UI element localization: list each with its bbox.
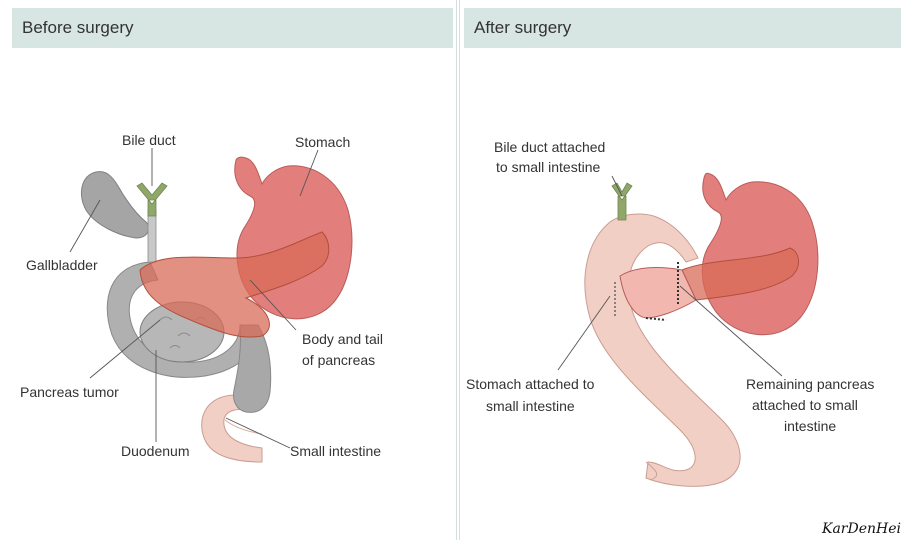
gallbladder-shape	[81, 172, 148, 238]
label-stomach-attached-line1: Stomach attached to	[466, 376, 595, 392]
label-body-tail-line1: Body and tail	[302, 331, 383, 347]
label-stomach-attached-line2: small intestine	[486, 398, 575, 414]
after-surgery-illustration: Bile duct attached to small intestine St…	[460, 0, 902, 540]
label-body-tail-line2: of pancreas	[302, 352, 375, 368]
label-small-intestine: Small intestine	[290, 443, 381, 459]
after-surgery-panel: After surgery Bile duct attached to smal…	[459, 0, 902, 540]
bile-duct-shape	[148, 210, 156, 262]
label-bile-duct: Bile duct	[122, 132, 176, 148]
label-pancreas-tumor: Pancreas tumor	[20, 384, 119, 400]
label-duodenum: Duodenum	[121, 443, 190, 459]
before-surgery-panel: Before surgery Bile duct Stomach Gallbla…	[0, 0, 457, 540]
label-bile-attached-line1: Bile duct attached	[494, 139, 605, 155]
artist-signature: KarDenHein	[821, 521, 902, 537]
label-remaining-line3: intestine	[784, 418, 836, 434]
before-surgery-illustration: Bile duct Stomach Gallbladder Body and t…	[0, 0, 456, 540]
stomach-shape	[702, 173, 818, 335]
label-bile-attached-line2: to small intestine	[496, 159, 600, 175]
label-remaining-line1: Remaining pancreas	[746, 376, 874, 392]
label-gallbladder: Gallbladder	[26, 257, 98, 273]
label-remaining-line2: attached to small	[752, 397, 858, 413]
label-stomach: Stomach	[295, 134, 350, 150]
